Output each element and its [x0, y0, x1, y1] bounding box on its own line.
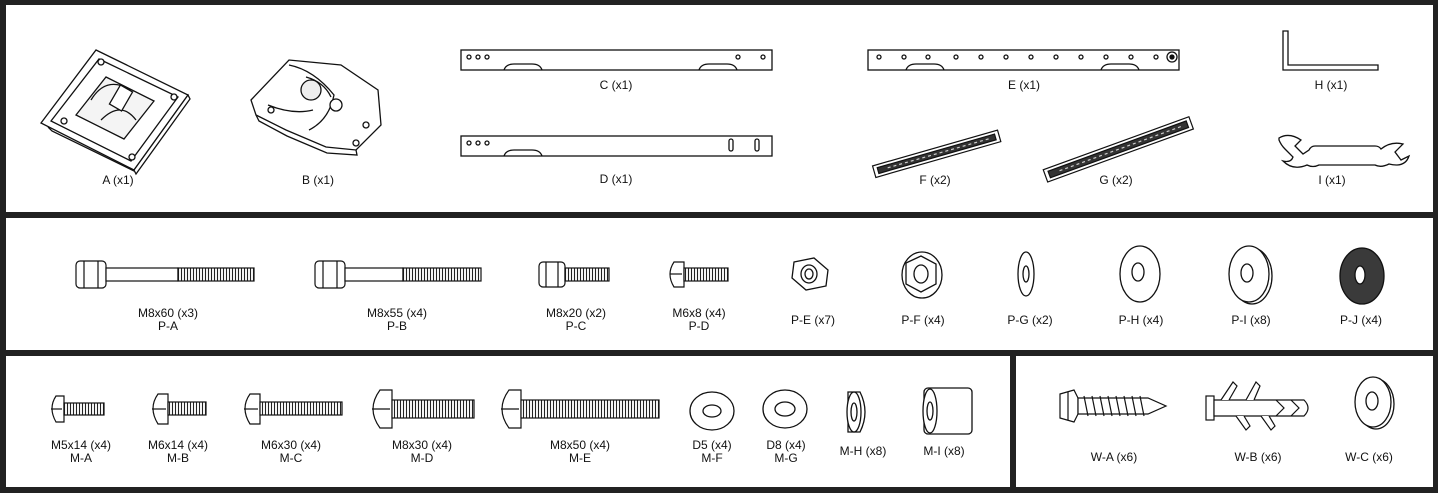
lag-bolt-w-a-label: W-A (x6): [1090, 450, 1138, 464]
screw-m-b-code: M-B: [167, 451, 189, 465]
part-e-label: E (x1): [1007, 78, 1041, 92]
washer-p-h-icon: [1119, 245, 1161, 303]
bolt-p-a-code: P-A: [157, 319, 178, 333]
part-i-spanner-icon: [1278, 134, 1411, 168]
bolt-p-a-label: M8x60 (x3) P-A: [138, 307, 198, 333]
part-c-bar-icon: [460, 49, 773, 71]
washer-m-g-size: D8 (x4): [766, 438, 806, 452]
part-d-label: D (x1): [599, 172, 633, 186]
bolt-p-b-icon: [314, 260, 482, 289]
washer-m-g-icon: [762, 389, 808, 429]
washer-p-i-icon: [1228, 245, 1273, 305]
screw-m-d-icon: [372, 389, 475, 429]
part-g-label: G (x2): [1099, 173, 1133, 187]
washer-m-g-label: D8 (x4) M-G: [766, 439, 805, 465]
screw-m-e-icon: [501, 389, 660, 429]
lag-bolt-w-a-icon: [1059, 389, 1168, 423]
washer-p-j-icon: [1339, 247, 1385, 305]
nut-p-e-label: P-E (x7): [790, 313, 836, 327]
screw-m-c-code: M-C: [279, 451, 303, 465]
screw-m-b-icon: [152, 393, 207, 425]
part-f-rail-icon: [871, 129, 1002, 179]
screw-m-c-icon: [244, 393, 343, 425]
bolt-p-a-size: M8x60 (x3): [137, 306, 199, 320]
bolts-panel: M8x60 (x3) P-A M8x55 (x4) P-B M8x20 (x2)…: [6, 218, 1433, 350]
part-b-tilt-bracket-icon: [250, 59, 382, 156]
washer-m-f-label: D5 (x4) M-F: [692, 439, 731, 465]
part-a-label: A (x1): [102, 173, 134, 187]
screw-m-a-label: M5x14 (x4) M-A: [51, 439, 111, 465]
spacer-m-i-label: M-I (x8): [923, 444, 965, 458]
washer-p-j-label: P-J (x4): [1340, 313, 1382, 327]
screw-m-a-icon: [51, 395, 105, 423]
bolt-p-c-size: M8x20 (x2): [545, 306, 607, 320]
screw-m-b-size: M6x14 (x4): [147, 438, 209, 452]
screw-m-c-label: M6x30 (x4) M-C: [261, 439, 321, 465]
screws-panel: M5x14 (x4) M-A M6x14 (x4) M-B M6x30 (x4)…: [6, 356, 1010, 487]
spacer-m-i-icon: [922, 387, 973, 435]
bolt-p-b-label: M8x55 (x4) P-B: [367, 307, 427, 333]
bolt-p-c-label: M8x20 (x2) P-C: [546, 307, 606, 333]
bolt-p-b-size: M8x55 (x4): [366, 306, 428, 320]
bolt-p-d-label: M6x8 (x4) P-D: [672, 307, 725, 333]
bolt-p-b-code: P-B: [386, 319, 407, 333]
part-d-bar-icon: [460, 135, 773, 157]
bolt-p-a-icon: [75, 260, 255, 289]
washer-m-f-code: M-F: [701, 451, 723, 465]
screw-m-c-size: M6x30 (x4): [260, 438, 322, 452]
part-g-rail-icon: [1042, 115, 1195, 183]
screw-m-e-size: M8x50 (x4): [549, 438, 611, 452]
bolt-p-d-icon: [669, 261, 729, 288]
wall-plug-w-b-icon: [1205, 381, 1309, 431]
screws-drawing: [51, 387, 973, 435]
nut-p-f-icon: [901, 251, 943, 299]
screw-m-e-code: M-E: [569, 451, 591, 465]
part-a-wall-plate-icon: [40, 49, 191, 176]
screw-m-d-label: M8x30 (x4) M-D: [392, 439, 452, 465]
screw-m-a-code: M-A: [70, 451, 92, 465]
part-b-label: B (x1): [301, 173, 335, 187]
wall-plug-w-b-label: W-B (x6): [1234, 450, 1282, 464]
bolt-p-c-code: P-C: [565, 319, 587, 333]
brackets-drawing: [40, 30, 1411, 183]
washer-m-g-code: M-G: [774, 451, 798, 465]
part-c-label: C (x1): [599, 78, 633, 92]
spacer-m-h-icon: [846, 391, 866, 433]
washer-p-g-icon: [1017, 251, 1035, 297]
spacer-m-h-label: M-H (x8): [839, 444, 887, 458]
brackets-panel: A (x1) B (x1) C (x1) D (x1) E (x1) F (x2…: [6, 5, 1433, 212]
washer-p-g-label: P-G (x2): [1007, 313, 1053, 327]
part-h-allen-key-icon: [1282, 30, 1379, 71]
bolt-p-d-size: M6x8 (x4): [672, 306, 726, 320]
part-f-label: F (x2): [919, 173, 951, 187]
washer-w-c-label: W-C (x6): [1345, 450, 1393, 464]
wall-anchors-drawing: [1059, 376, 1395, 431]
screw-m-e-label: M8x50 (x4) M-E: [550, 439, 610, 465]
bolt-p-d-code: P-D: [688, 319, 710, 333]
washer-m-f-size: D5 (x4): [692, 438, 732, 452]
washer-w-c-icon: [1354, 376, 1395, 430]
wall-anchors-panel: W-A (x6) W-B (x6) W-C (x6): [1016, 356, 1433, 487]
washer-p-i-label: P-I (x8): [1231, 313, 1271, 327]
bolt-p-c-icon: [538, 261, 610, 288]
screw-m-d-code: M-D: [410, 451, 434, 465]
washer-p-h-label: P-H (x4): [1118, 313, 1164, 327]
washer-m-f-icon: [689, 391, 735, 431]
part-h-label: H (x1): [1314, 78, 1348, 92]
part-i-label: I (x1): [1318, 173, 1346, 187]
screw-m-a-size: M5x14 (x4): [50, 438, 112, 452]
nut-p-f-label: P-F (x4): [901, 313, 945, 327]
screw-m-d-size: M8x30 (x4): [391, 438, 453, 452]
nut-p-e-icon: [791, 257, 829, 291]
part-e-bar-icon: [867, 49, 1180, 71]
screw-m-b-label: M6x14 (x4) M-B: [148, 439, 208, 465]
bolts-drawing: [75, 245, 1385, 305]
